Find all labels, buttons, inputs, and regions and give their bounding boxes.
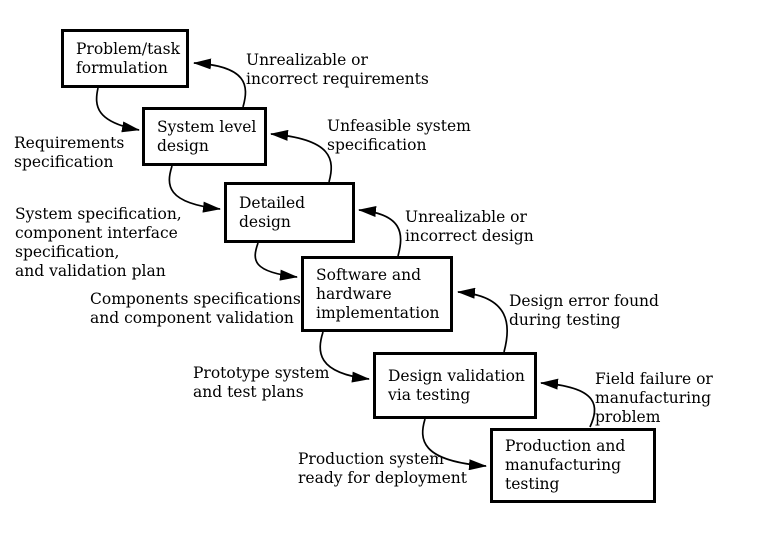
feedback-label-field-failure: Field failure or manufacturing problem bbox=[595, 370, 713, 426]
feedback-arrow-4 bbox=[457, 287, 509, 353]
forward-arrow-1 bbox=[95, 87, 140, 133]
forward-arrow-4 bbox=[319, 331, 370, 383]
forward-label-production-system: Production system ready for deployment bbox=[298, 450, 467, 487]
feedback-arrow-1 bbox=[193, 58, 247, 108]
feedback-arrow-5 bbox=[540, 378, 596, 428]
stage-box-detailed-design: Detailed design bbox=[224, 182, 355, 243]
stage-label: System level design bbox=[157, 117, 257, 155]
stage-label: Production and manufacturing testing bbox=[505, 437, 626, 493]
forward-arrow-2 bbox=[168, 165, 221, 213]
forward-arrow-5 bbox=[421, 418, 487, 471]
stage-box-production-manufacturing-testing: Production and manufacturing testing bbox=[490, 428, 656, 503]
stage-box-software-hardware-implementation: Software and hardware implementation bbox=[301, 256, 453, 332]
feedback-label-unfeasible-system-specification: Unfeasible system specification bbox=[327, 117, 471, 154]
feedback-label-unrealizable-design: Unrealizable or incorrect design bbox=[405, 208, 534, 245]
forward-label-components-specifications: Components specifications and component … bbox=[90, 290, 301, 327]
forward-label-requirements-specification: Requirements specification bbox=[14, 134, 125, 171]
feedback-arrow-3 bbox=[358, 206, 402, 257]
stage-label: Software and hardware implementation bbox=[316, 265, 440, 322]
stage-label: Problem/task formulation bbox=[76, 39, 180, 77]
stage-label: Design validation via testing bbox=[388, 366, 525, 404]
forward-label-system-specification: System specification, component interfac… bbox=[15, 205, 182, 280]
forward-arrow-3 bbox=[254, 242, 298, 281]
stage-box-system-level-design: System level design bbox=[142, 107, 267, 166]
forward-label-prototype-system: Prototype system and test plans bbox=[193, 364, 330, 401]
stage-label: Detailed design bbox=[239, 193, 306, 231]
feedback-label-unrealizable-requirements: Unrealizable or incorrect requirements bbox=[246, 51, 429, 88]
feedback-arrow-2 bbox=[270, 129, 333, 183]
stage-box-problem-task-formulation: Problem/task formulation bbox=[61, 29, 189, 88]
stage-box-design-validation-via-testing: Design validation via testing bbox=[373, 352, 537, 419]
feedback-label-design-error-found: Design error found during testing bbox=[509, 292, 659, 329]
